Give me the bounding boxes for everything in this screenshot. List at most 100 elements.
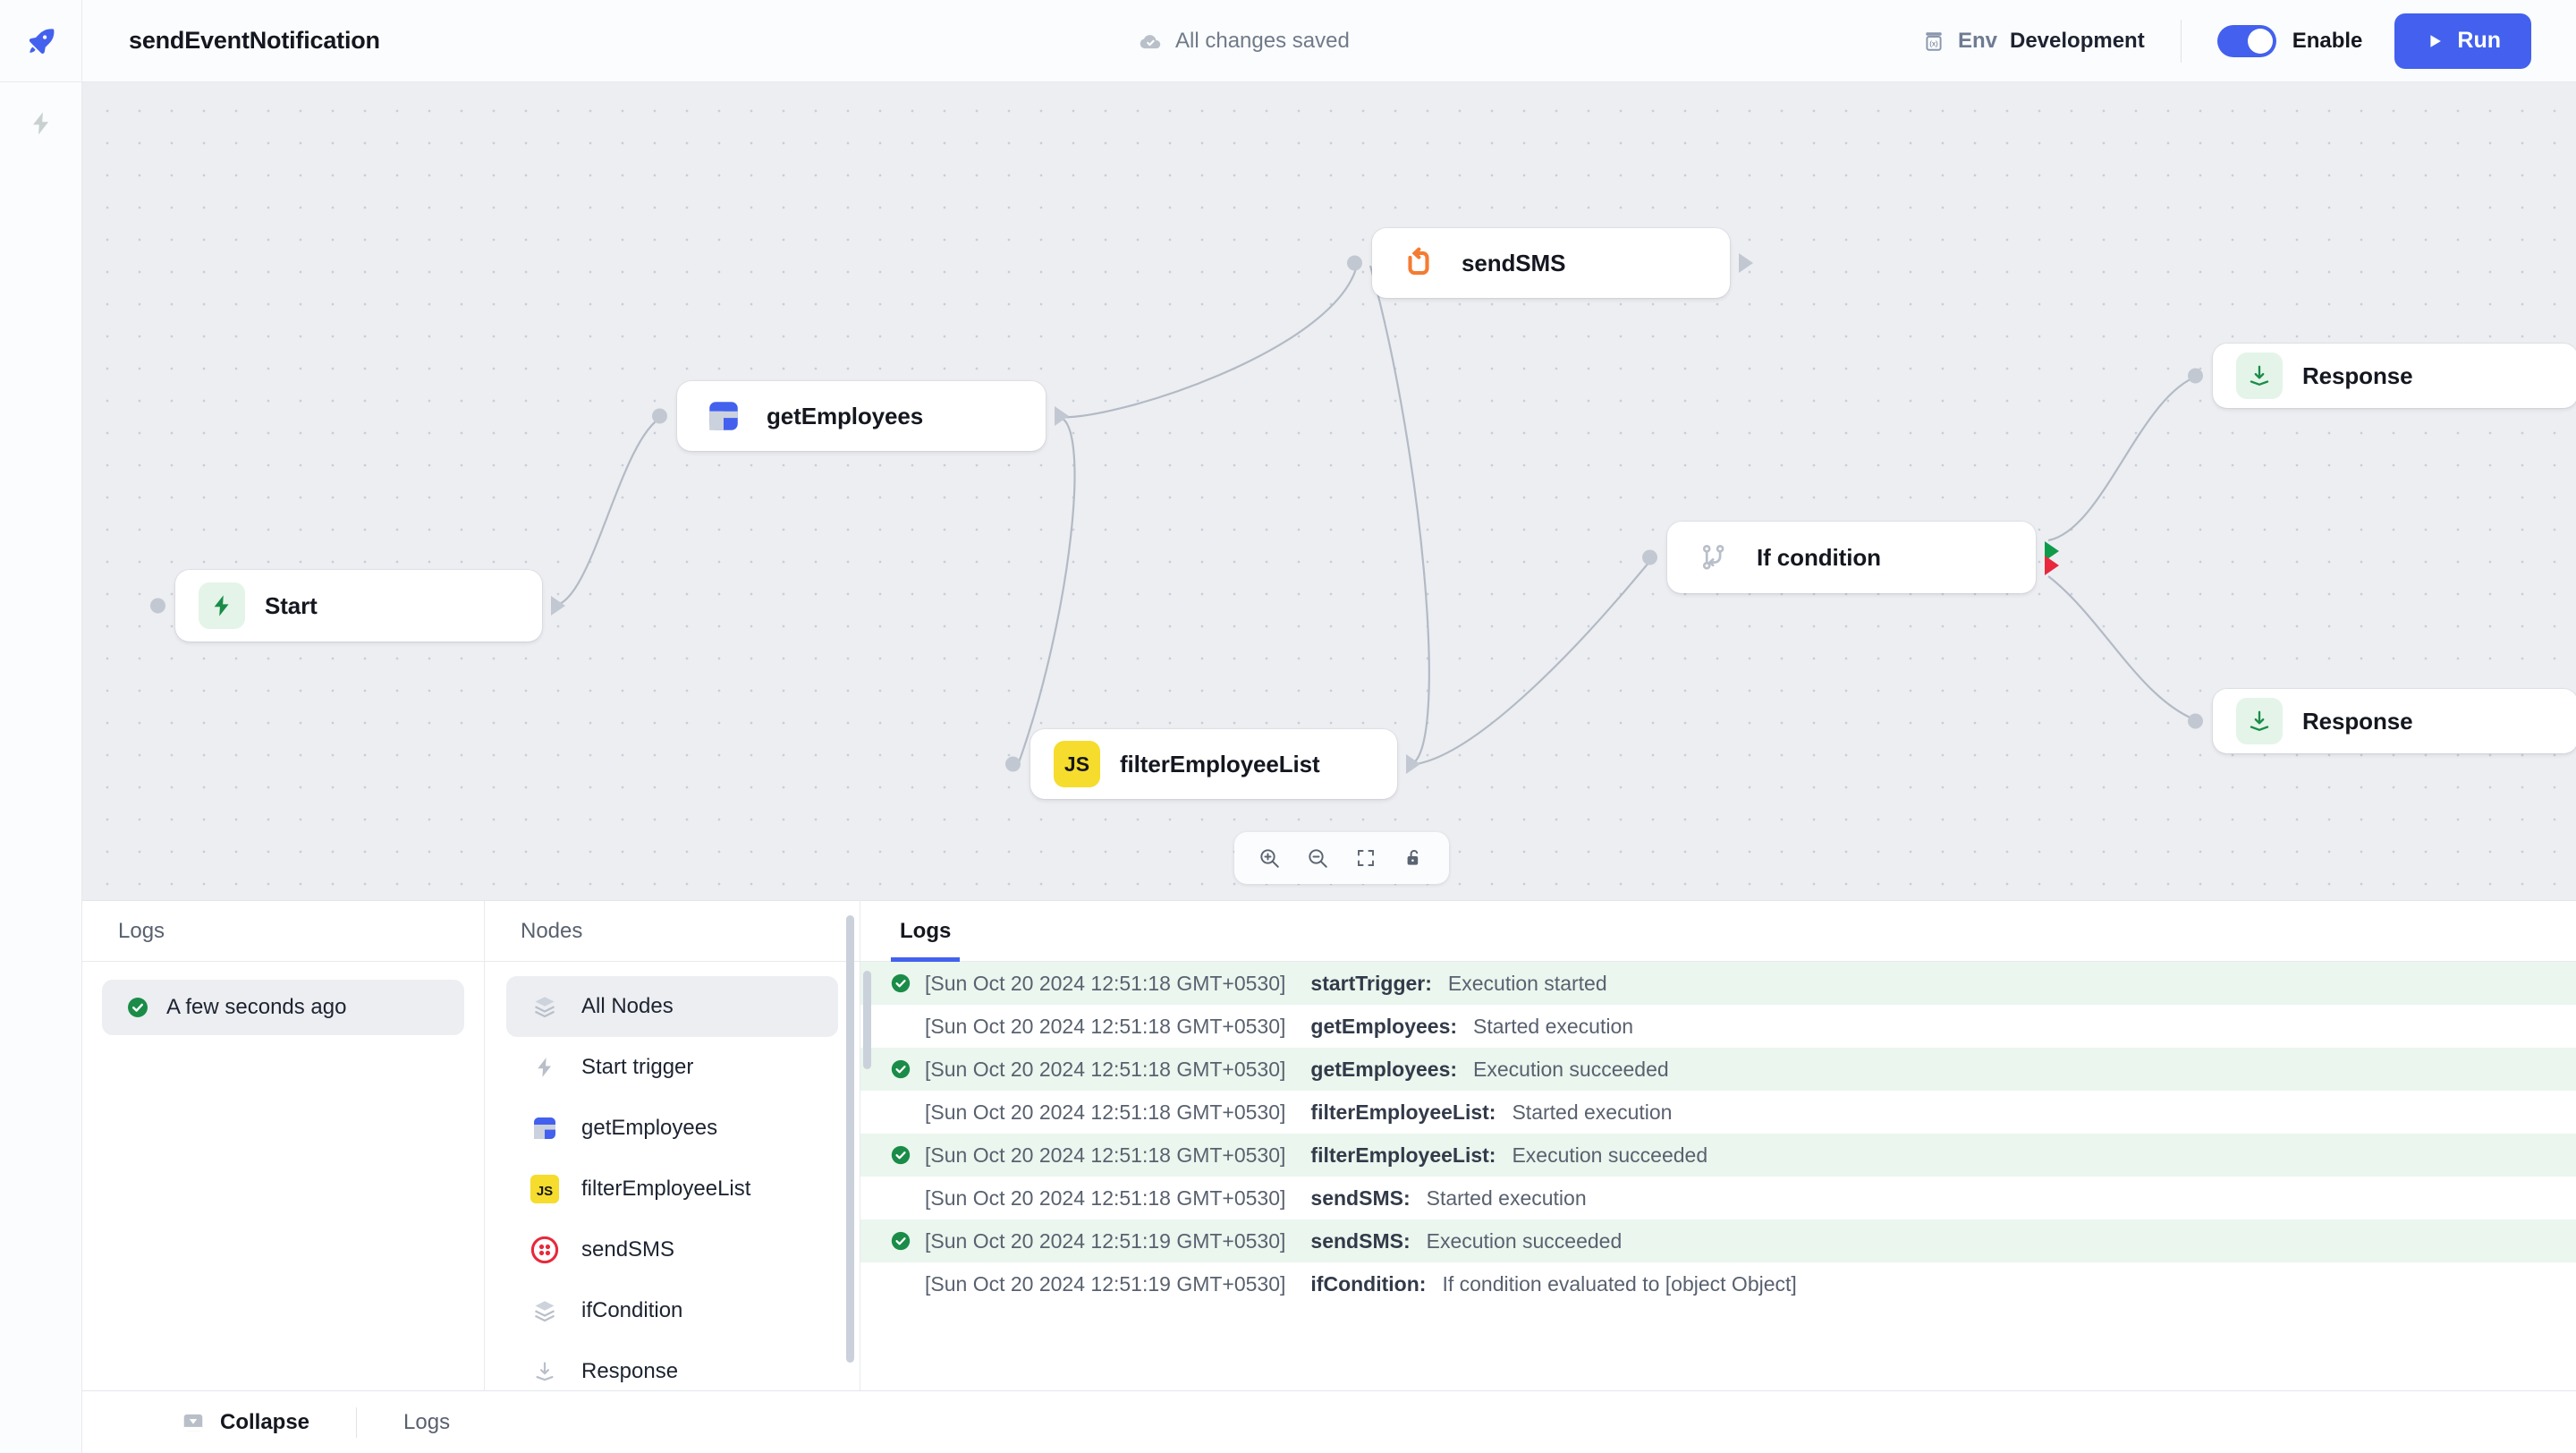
log-row: [Sun Oct 20 2024 12:51:18 GMT+0530] filt…: [860, 1134, 2576, 1177]
unlock-icon: [1407, 849, 1419, 865]
node-label: Response: [2302, 707, 2413, 735]
toggle-knob: [2247, 28, 2273, 54]
node-output-handle[interactable]: [1406, 754, 1420, 774]
git-branch-icon: [1702, 545, 1724, 570]
layers-icon: [528, 990, 562, 1024]
node-get-employees[interactable]: getEmployees: [652, 381, 1069, 451]
log-message: If condition evaluated to [object Object…: [1442, 1271, 1797, 1296]
node-icon-wrap: JS: [1054, 741, 1100, 787]
node-list-item-response-1[interactable]: Response: [506, 1341, 838, 1390]
lightning-bolt-icon: [214, 595, 229, 616]
save-status-text: All changes saved: [1175, 29, 1350, 53]
node-list-item-all-nodes[interactable]: All Nodes: [506, 976, 838, 1037]
log-timestamp: [Sun Oct 20 2024 12:51:18 GMT+0530]: [925, 971, 1286, 995]
log-node-name: getEmployees:: [1310, 1057, 1458, 1081]
log-entries-scrollbar[interactable]: [863, 971, 871, 1069]
log-message: Execution started: [1447, 971, 1607, 995]
run-button-label: Run: [2457, 28, 2501, 53]
log-row: [Sun Oct 20 2024 12:51:18 GMT+0530] star…: [860, 962, 2576, 1005]
nodes-column-header: Nodes: [485, 901, 860, 962]
log-node-name: ifCondition:: [1310, 1271, 1427, 1296]
twilio-icon: [528, 1233, 562, 1267]
enable-toggle[interactable]: [2216, 24, 2276, 57]
node-output-handle[interactable]: [1739, 253, 1753, 273]
check-circle-icon: [889, 1229, 919, 1253]
collapse-label: Collapse: [220, 1409, 310, 1434]
log-timestamp: [Sun Oct 20 2024 12:51:19 GMT+0530]: [925, 1228, 1286, 1253]
rail-item-workflows[interactable]: [0, 82, 82, 165]
node-icon-wrap: [1395, 240, 1442, 286]
node-list-item-get-employees[interactable]: getEmployees: [506, 1098, 838, 1159]
fit-view-button[interactable]: [1345, 837, 1386, 879]
collapse-button[interactable]: Collapse: [181, 1410, 309, 1435]
run-button[interactable]: Run: [2394, 13, 2531, 69]
tab-logs[interactable]: Logs: [891, 901, 961, 962]
node-send-sms[interactable]: sendSMS: [1347, 228, 1753, 298]
layers-icon: [528, 1294, 562, 1328]
rocket-icon: [29, 28, 54, 54]
zoom-out-button[interactable]: [1297, 837, 1338, 879]
log-node-name: sendSMS:: [1310, 1185, 1411, 1210]
tab-logs-label: Logs: [900, 918, 952, 943]
runs-column-title: Logs: [118, 918, 165, 943]
node-label: getEmployees: [767, 402, 924, 429]
log-timestamp: [Sun Oct 20 2024 12:51:18 GMT+0530]: [925, 1100, 1286, 1124]
node-icon-wrap: [2236, 353, 2283, 399]
node-filter-employee-list[interactable]: JS filterEmployeeList: [1005, 729, 1420, 799]
node-output-handle-false[interactable]: [2045, 556, 2059, 575]
node-output-handle[interactable]: [551, 596, 565, 616]
zoom-in-icon: [1260, 849, 1279, 868]
node-input-handle[interactable]: [1005, 756, 1021, 772]
check-circle-icon: [889, 972, 919, 995]
node-output-handle[interactable]: [1055, 406, 1069, 426]
log-row: [Sun Oct 20 2024 12:51:19 GMT+0530] send…: [860, 1219, 2576, 1262]
node-input-handle[interactable]: [2188, 713, 2203, 729]
node-list-item-send-sms[interactable]: sendSMS: [506, 1219, 838, 1280]
log-message: Execution succeeded: [1473, 1057, 1669, 1081]
node-input-handle[interactable]: [1347, 255, 1362, 271]
node-response-false[interactable]: Response: [2188, 689, 2576, 753]
zoom-in-button[interactable]: [1249, 837, 1290, 879]
node-icon-wrap: [1690, 534, 1737, 581]
node-start[interactable]: Start: [150, 570, 565, 642]
cloud-check-icon: [1140, 35, 1161, 49]
node-list-item-filter-employee-list[interactable]: JS filterEmployeeList: [506, 1159, 838, 1219]
node-list-item-if-condition[interactable]: ifCondition: [506, 1280, 838, 1341]
import-arrow-icon: [528, 1355, 562, 1389]
nodes-list: All Nodes Start trigger: [485, 962, 860, 1390]
bottom-bar-logs-link[interactable]: Logs: [403, 1409, 451, 1434]
lightning-bolt-icon: [32, 112, 48, 135]
app-logo[interactable]: [0, 0, 82, 82]
log-node-name: getEmployees:: [1310, 1014, 1458, 1038]
variable-box-icon: (x): [1926, 31, 1942, 51]
node-input-handle[interactable]: [1642, 549, 1657, 565]
log-message: Started execution: [1512, 1100, 1673, 1124]
node-label: filterEmployeeList: [1120, 750, 1320, 777]
svg-text:JS: JS: [537, 1184, 553, 1199]
play-icon: [2430, 34, 2442, 47]
log-message: Execution succeeded: [1512, 1143, 1708, 1167]
run-list-item[interactable]: A few seconds ago: [102, 980, 464, 1035]
node-icon-wrap: [700, 393, 747, 439]
node-response-true[interactable]: Response: [2188, 344, 2576, 408]
log-node-name: filterEmployeeList:: [1310, 1143, 1496, 1167]
nodes-list-scrollbar[interactable]: [846, 915, 854, 1363]
node-if-condition[interactable]: If condition: [1642, 522, 2059, 593]
enable-label: Enable: [2292, 28, 2363, 53]
node-list-item-label: ifCondition: [581, 1298, 683, 1322]
nodes-column-title: Nodes: [521, 918, 583, 943]
save-status: All changes saved: [1138, 0, 1350, 82]
node-list-item-label: All Nodes: [581, 994, 674, 1018]
flow-canvas[interactable]: Start getEmployees: [82, 82, 2576, 900]
env-value: Development: [2009, 28, 2145, 53]
env-selector[interactable]: (x) Env Development: [1922, 29, 2145, 54]
top-header: sendEventNotification All changes saved …: [82, 0, 2576, 82]
lock-toggle-button[interactable]: [1394, 837, 1435, 879]
runs-list: A few seconds ago: [82, 962, 484, 1390]
node-input-handle[interactable]: [150, 598, 165, 614]
check-circle-icon: [889, 1058, 919, 1081]
node-list-item-label: sendSMS: [581, 1237, 675, 1262]
node-list-item-start-trigger[interactable]: Start trigger: [506, 1037, 838, 1098]
node-input-handle[interactable]: [2188, 368, 2203, 384]
node-input-handle[interactable]: [652, 408, 667, 424]
